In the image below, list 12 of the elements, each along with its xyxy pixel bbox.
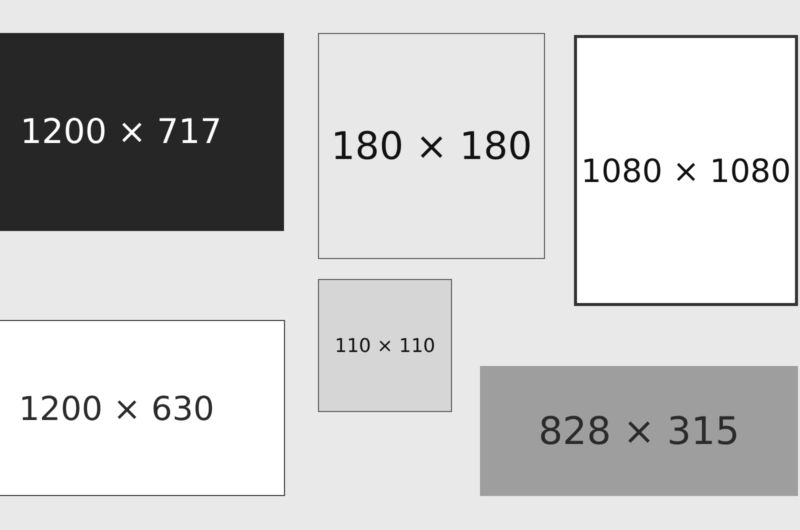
size-label: 180 × 180 bbox=[330, 124, 532, 168]
size-label: 1200 × 630 bbox=[18, 388, 214, 428]
size-box bbox=[574, 35, 798, 306]
size-label: 110 × 110 bbox=[334, 334, 436, 356]
size-label: 1200 × 717 bbox=[20, 112, 222, 152]
size-box bbox=[318, 33, 545, 259]
size-box bbox=[0, 33, 284, 231]
size-box bbox=[318, 279, 452, 412]
size-label: 828 × 315 bbox=[538, 409, 740, 453]
size-label: 1080 × 1080 bbox=[580, 152, 792, 190]
size-box bbox=[480, 366, 798, 496]
size-box bbox=[0, 320, 285, 496]
